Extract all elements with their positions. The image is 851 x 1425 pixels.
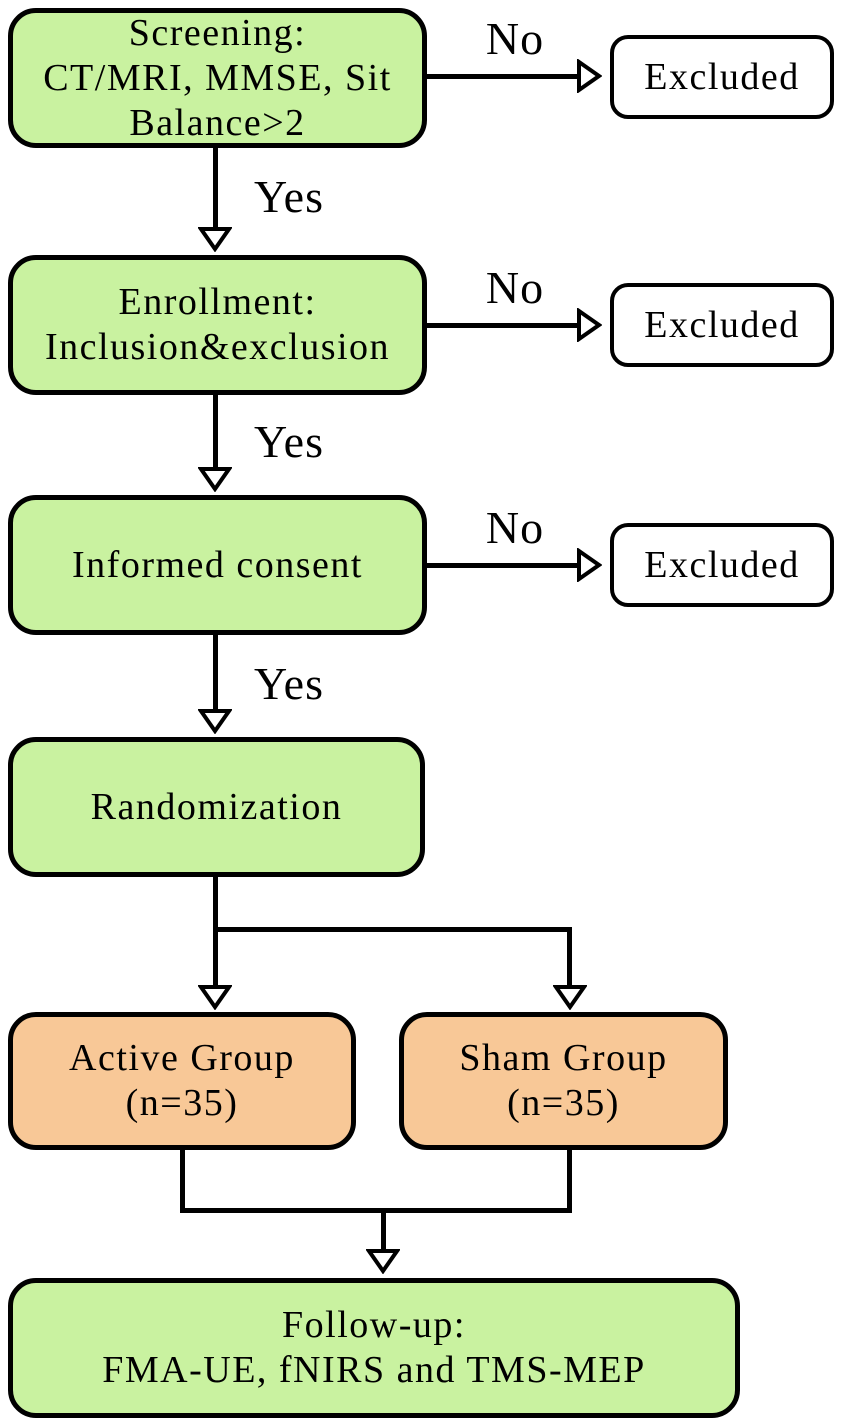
edge-label-yes-3: Yes — [254, 657, 324, 709]
sham-group-line1: Sham Group — [459, 1037, 668, 1079]
edge-consent-to-randomization — [213, 633, 218, 713]
node-screening: Screening: CT/MRI, MMSE, Sit Balance>2 — [8, 8, 427, 148]
enrollment-line2: Inclusion&exclusion — [44, 326, 391, 368]
active-group-line2: (n=35) — [125, 1082, 239, 1124]
node-excluded-1: Excluded — [610, 35, 834, 119]
edge-label-no-2: No — [485, 261, 545, 313]
excluded-2-label: Excluded — [644, 303, 800, 346]
arrowhead-right-icon — [577, 308, 602, 342]
edge-label-no-1: No — [485, 12, 545, 64]
edge-label-yes-2: Yes — [254, 415, 324, 467]
screening-line3: Balance>2 — [129, 101, 306, 144]
follow-up-line1: Follow-up: — [282, 1304, 466, 1346]
sham-group-line2: (n=35) — [507, 1082, 620, 1124]
screening-line1: Screening: — [128, 11, 307, 54]
arrowhead-down-icon — [198, 227, 232, 252]
branch-connector — [213, 927, 572, 932]
node-active-group: Active Group (n=35) — [8, 1012, 356, 1150]
arrowhead-down-icon — [553, 985, 587, 1010]
edge-consent-to-excluded — [425, 563, 580, 568]
edge-screening-to-excluded — [425, 74, 580, 79]
arrowhead-down-icon — [198, 985, 232, 1010]
edge-enrollment-to-excluded — [425, 323, 580, 328]
node-sham-group: Sham Group (n=35) — [399, 1012, 728, 1150]
edge-label-yes-1: Yes — [254, 170, 324, 222]
node-excluded-2: Excluded — [610, 283, 834, 367]
node-enrollment: Enrollment: Inclusion&exclusion — [8, 255, 427, 395]
arrowhead-right-icon — [577, 59, 602, 93]
enrollment-line1: Enrollment: — [118, 281, 317, 323]
randomization-label: Randomization — [90, 785, 343, 828]
edge-enrollment-to-consent — [213, 393, 218, 471]
arrowhead-down-icon — [366, 1249, 400, 1274]
edge-active-to-merge — [180, 1150, 185, 1213]
excluded-1-label: Excluded — [644, 55, 800, 98]
arrowhead-down-icon — [198, 709, 232, 734]
node-informed-consent: Informed consent — [8, 495, 427, 635]
follow-up-line2: FMA-UE, fNIRS and TMS-MEP — [102, 1349, 646, 1391]
node-excluded-3: Excluded — [610, 523, 834, 607]
edge-merge-to-followup — [381, 1208, 386, 1254]
node-follow-up: Follow-up: FMA-UE, fNIRS and TMS-MEP — [8, 1278, 740, 1418]
active-group-line1: Active Group — [69, 1037, 295, 1079]
excluded-3-label: Excluded — [644, 543, 800, 586]
edge-sham-to-merge — [567, 1150, 572, 1213]
arrowhead-down-icon — [198, 467, 232, 492]
edge-label-no-3: No — [485, 501, 545, 553]
edge-randomization-to-active — [213, 875, 218, 989]
merge-connector — [180, 1208, 572, 1213]
screening-line2: CT/MRI, MMSE, Sit — [43, 56, 392, 99]
node-randomization: Randomization — [8, 737, 425, 877]
informed-consent-label: Informed consent — [72, 543, 363, 586]
edge-screening-to-enrollment — [213, 146, 218, 230]
arrowhead-right-icon — [577, 548, 602, 582]
edge-randomization-to-sham — [567, 927, 572, 989]
